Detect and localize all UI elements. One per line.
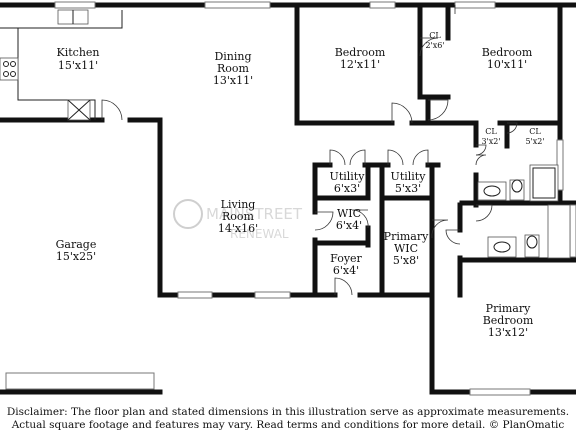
living-label-line2: Room: [222, 210, 255, 223]
wic-dimensions: 6'x4': [336, 219, 362, 232]
disclaimer-line1: Disclaimer: The floor plan and stated di…: [6, 406, 570, 418]
foyer-label: Foyer: [330, 252, 362, 265]
living-dimensions: 14'x16': [218, 222, 258, 235]
kitchen-dimensions: 15'x11': [58, 59, 98, 72]
disclaimer: Disclaimer: The floor plan and stated di…: [0, 406, 576, 432]
primary-wic-dimensions: 5'x8': [393, 254, 419, 267]
garage-label: Garage: [56, 238, 97, 251]
dining-label-line2: Room: [217, 62, 250, 75]
utility2-dimensions: 5'x3': [395, 182, 421, 195]
bedroom1-label: Bedroom: [335, 46, 386, 59]
living-label-line1: Living: [221, 198, 256, 211]
bedroom1-dimensions: 12'x11': [340, 58, 380, 71]
dining-dimensions: 13'x11': [213, 74, 253, 87]
walls: [0, 2, 576, 395]
garage-door: [5, 372, 155, 390]
disclaimer-line2: Actual square footage and features may v…: [11, 419, 565, 431]
primary-bedroom-label-line1: Primary: [486, 302, 531, 315]
watermark-line1: MAINSTREET: [206, 205, 303, 223]
closet2-label: CL: [485, 127, 497, 136]
windows: [54, 1, 576, 396]
bedroom2-dimensions: 10'x11': [487, 58, 527, 71]
garage-dimensions: 15'x25': [56, 250, 96, 263]
closet3-label: CL: [529, 127, 541, 136]
primary-bedroom-label-line2: Bedroom: [483, 314, 534, 327]
closet2-dimensions: 3'x2': [481, 137, 500, 146]
utility2-label: Utility: [391, 170, 427, 183]
primary-wic-label-line1: Primary: [384, 230, 429, 243]
kitchen-label: Kitchen: [57, 46, 100, 59]
primary-bedroom-dimensions: 13'x12': [488, 326, 528, 339]
bedroom2-label: Bedroom: [482, 46, 533, 59]
watermark: MAINSTREET RENEWAL: [173, 199, 303, 241]
foyer-dimensions: 6'x4': [333, 264, 359, 277]
closet1-dimensions: 2'x6': [425, 41, 444, 50]
utility1-dimensions: 6'x3': [334, 182, 360, 195]
bathroom-fixtures: [477, 164, 571, 259]
closet1-label: CL: [429, 31, 441, 40]
primary-wic-label-line2: WIC: [394, 242, 418, 255]
watermark-line2: RENEWAL: [230, 227, 289, 241]
dining-label-line1: Dining: [214, 50, 251, 63]
closet3-dimensions: 5'x2': [525, 137, 544, 146]
utility1-label: Utility: [330, 170, 366, 183]
wic-label: WIC: [337, 207, 361, 220]
kitchen-counters: [0, 9, 123, 121]
doors: [101, 5, 518, 296]
room-labels: Kitchen 15'x11' Dining Room 13'x11' Bedr…: [56, 31, 545, 339]
